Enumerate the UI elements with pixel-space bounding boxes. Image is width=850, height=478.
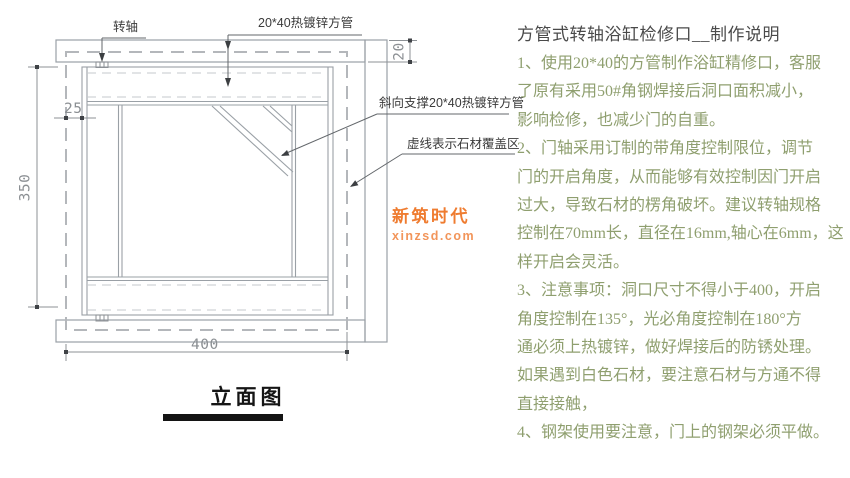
leader-lines [101, 34, 515, 187]
dimension-lines [28, 40, 417, 361]
note-line: 如果遇到白色石材，要注意石材与方通不得 [517, 367, 822, 385]
note-line: 角度控制在135°，光必角度控制在180°方 [517, 310, 802, 328]
label-brace: 斜向支撑20*40热镀锌方管 [379, 96, 525, 110]
pivot-hinge-bottom [95, 314, 109, 322]
note-line: 通必须上热镀锌，做好焊接后的防锈处理。 [517, 339, 822, 357]
watermark-name: 新筑时代 [392, 207, 470, 226]
note-line: 2、门轴采用订制的带角度控制限位，调节 [517, 140, 814, 158]
diagonal-braces [211, 105, 294, 177]
label-pivot: 转轴 [113, 20, 139, 34]
note-line: 样开启会灵活。 [517, 253, 630, 271]
dimension-end-markers [35, 38, 412, 354]
note-line: 控制在70mm长，直径在16mm,轴心在6mm，这 [517, 225, 844, 243]
door-panel [81, 66, 334, 316]
note-line: 门的开启角度，从而能够有效控制因门开启 [517, 168, 822, 186]
note-line: 过大，导致石材的楞角破坏。建议转轴规格 [517, 197, 822, 215]
watermark-url: xinzsd.com [392, 229, 476, 243]
note-line: 1、使用20*40的方管制作浴缸精修口，客服 [517, 55, 822, 72]
dim-20: 20 [391, 42, 408, 61]
dim-400: 400 [191, 337, 219, 353]
note-line: 4、钢架使用要注意，门上的钢架必须平做。 [517, 424, 830, 442]
dim-25: 25 [64, 101, 83, 117]
stone-cover-dashed-rect [65, 51, 348, 331]
notes-title: 方管式转轴浴缸检修口__制作说明 [517, 25, 780, 44]
watermark: 新筑时代 xinzsd.com [392, 202, 475, 243]
note-line: 了原有采用50#角钢焊接后洞口面积减小， [517, 83, 814, 101]
note-line: 直接接触， [517, 395, 598, 413]
label-tube: 20*40热镀锌方管 [258, 16, 354, 30]
title-underline-bar [163, 414, 283, 421]
elevation-title: 立面图 [210, 385, 286, 409]
drawing-linework [28, 34, 515, 421]
notes-body: 1、使用20*40的方管制作浴缸精修口，客服 了原有采用50#角钢焊接后洞口面积… [517, 50, 850, 448]
door-rail-dashed-lines [87, 72, 328, 311]
note-line: 3、注意事项：洞口尺寸不得小于400，开启 [517, 282, 822, 300]
note-line: 影响检修，也减少门的自重。 [517, 111, 726, 129]
label-dashed-area: 虚线表示石材覆盖区 [407, 137, 520, 151]
leader-arrowheads [99, 41, 359, 187]
outer-frame [55, 39, 388, 343]
dim-350: 350 [17, 173, 34, 202]
